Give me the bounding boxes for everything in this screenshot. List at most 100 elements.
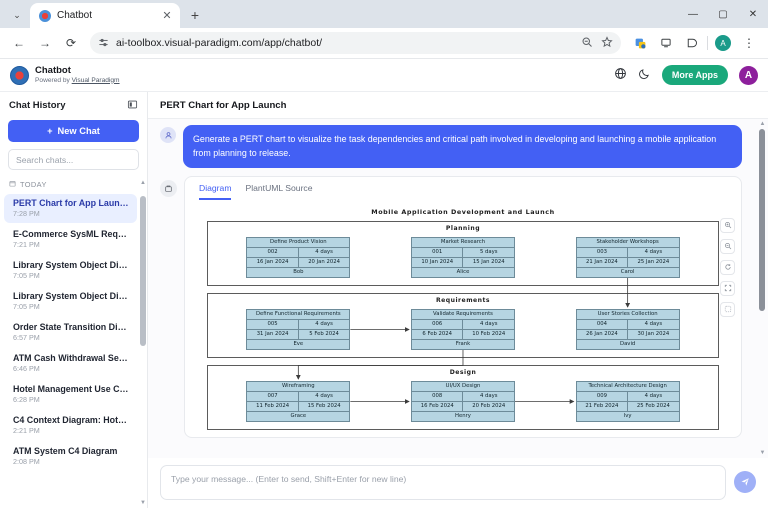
user-avatar[interactable]: A [739,65,758,85]
chat-group-label: TODAY [0,178,141,194]
visual-paradigm-link[interactable]: Visual Paradigm [71,76,120,84]
chat-item-time: 7:05 PM [13,271,40,280]
site-settings-icon[interactable] [98,37,109,50]
chat-item-time: 2:21 PM [13,426,40,435]
chat-item-title: E-Commerce SysML Require... [13,229,129,239]
scroll-down-icon[interactable]: ▼ [140,500,146,506]
task-duration: 4 days [644,249,663,256]
browser-menu-icon[interactable]: ⋮ [743,36,755,50]
chat-item-title: PERT Chart for App Launch [13,198,129,208]
split-screen-icon[interactable] [681,32,703,54]
task-owner: Ivy [623,413,632,420]
message-input[interactable] [160,464,726,500]
app-title: Chatbot [35,65,71,76]
task-end-date: 5 Feb 2024 [309,331,339,338]
chat-item-time: 7:05 PM [13,302,40,311]
fullscreen-icon[interactable] [720,301,735,317]
zoom-icon[interactable] [581,36,593,50]
chat-history-item[interactable]: C4 Context Diagram: Hotel ...2:21 PM [4,411,137,440]
task-id: 001 [412,247,464,257]
url-text: ai-toolbox.visual-paradigm.com/app/chatb… [116,37,323,49]
task-end-date: 20 Jan 2024 [308,259,340,266]
send-button[interactable] [734,471,756,493]
task-id: 004 [577,319,629,329]
task-end-date: 15 Feb 2024 [307,403,341,410]
profile-avatar[interactable]: A [712,32,734,54]
zoom-out-icon[interactable] [720,238,735,254]
task-duration: 5 days [479,249,498,256]
back-icon[interactable]: ← [13,36,25,50]
tab-favicon-icon [39,9,51,22]
main-panel: PERT Chart for App Launch Generate a PER… [148,92,768,508]
chat-history-item[interactable]: E-Commerce SysML Require...7:21 PM [4,225,137,254]
forward-icon[interactable]: → [39,36,51,50]
new-chat-button[interactable]: + New Chat [8,120,139,142]
conversation-scroll-thumb[interactable] [759,129,765,311]
chat-history-item[interactable]: ATM Cash Withdrawal Seque...6:46 PM [4,349,137,378]
task-start-date: 10 Jan 2024 [412,257,464,267]
chat-history-item[interactable]: Library System Object Diagr...7:05 PM [4,256,137,285]
reset-zoom-icon[interactable] [720,259,735,275]
section-title: Design [449,368,477,376]
conversation-scrollbar[interactable]: ▲ ▼ [759,121,766,456]
chat-history-item[interactable]: Library System Object Diagr...7:05 PM [4,287,137,316]
reload-icon[interactable]: ⟳ [65,36,77,50]
convo-scroll-up-icon[interactable]: ▲ [759,121,766,127]
sidebar-scrollbar[interactable]: ▲ ▼ [140,178,146,508]
fit-screen-icon[interactable] [720,280,735,296]
tab-diagram[interactable]: Diagram [199,183,232,200]
conversation-area: Generate a PERT chart to visualize the t… [148,119,768,458]
new-tab-button[interactable]: + [190,7,200,23]
convo-scroll-down-icon[interactable]: ▼ [759,450,766,456]
search-chats-wrap [8,149,139,170]
diagram-viewport: Mobile Application Development and Launc… [185,200,741,437]
copy-icon[interactable] [160,179,177,197]
search-input[interactable] [8,149,139,170]
task-title: Wireframing [247,382,350,392]
moon-icon[interactable] [638,67,651,83]
more-apps-button[interactable]: More Apps [661,65,728,85]
task-start-date: 21 Feb 2024 [577,401,629,411]
save-icon[interactable] [655,32,677,54]
sidebar-scroll-thumb[interactable] [140,196,146,346]
zoom-in-icon[interactable] [720,217,735,233]
task-owner: Grace [290,413,307,420]
diagram-card: Diagram PlantUML Source [184,175,742,438]
address-bar[interactable]: ai-toolbox.visual-paradigm.com/app/chatb… [90,32,621,54]
minimize-icon[interactable]: — [688,8,698,20]
star-icon[interactable] [601,36,613,50]
browser-tab[interactable]: Chatbot ✕ [30,3,180,28]
window-close-icon[interactable]: ✕ [748,8,758,20]
task-owner: David [619,341,636,348]
diagram-title: Mobile Application Development and Launc… [371,207,555,216]
extension-puzzle-icon[interactable] [629,32,651,54]
close-icon[interactable]: ✕ [162,10,172,22]
task-end-date: 10 Feb 2024 [472,331,506,338]
scroll-up-icon[interactable]: ▲ [140,180,146,186]
tab-search-icon[interactable]: ⌄ [13,9,21,20]
panel-collapse-icon[interactable] [127,99,138,113]
task-id: 009 [577,391,629,401]
subtitle-prefix: Powered by [35,76,72,84]
section-title: Requirements [435,296,491,304]
task-id: 002 [247,247,299,257]
task-duration: 4 days [479,393,498,400]
chat-history-item[interactable]: Order State Transition Diagra...6:57 PM [4,318,137,347]
tab-plantuml-source[interactable]: PlantUML Source [245,182,313,193]
chatbot-app: Chatbot Powered by Visual Paradigm More … [0,59,768,508]
globe-icon[interactable] [614,67,627,83]
maximize-icon[interactable]: ▢ [718,8,728,20]
